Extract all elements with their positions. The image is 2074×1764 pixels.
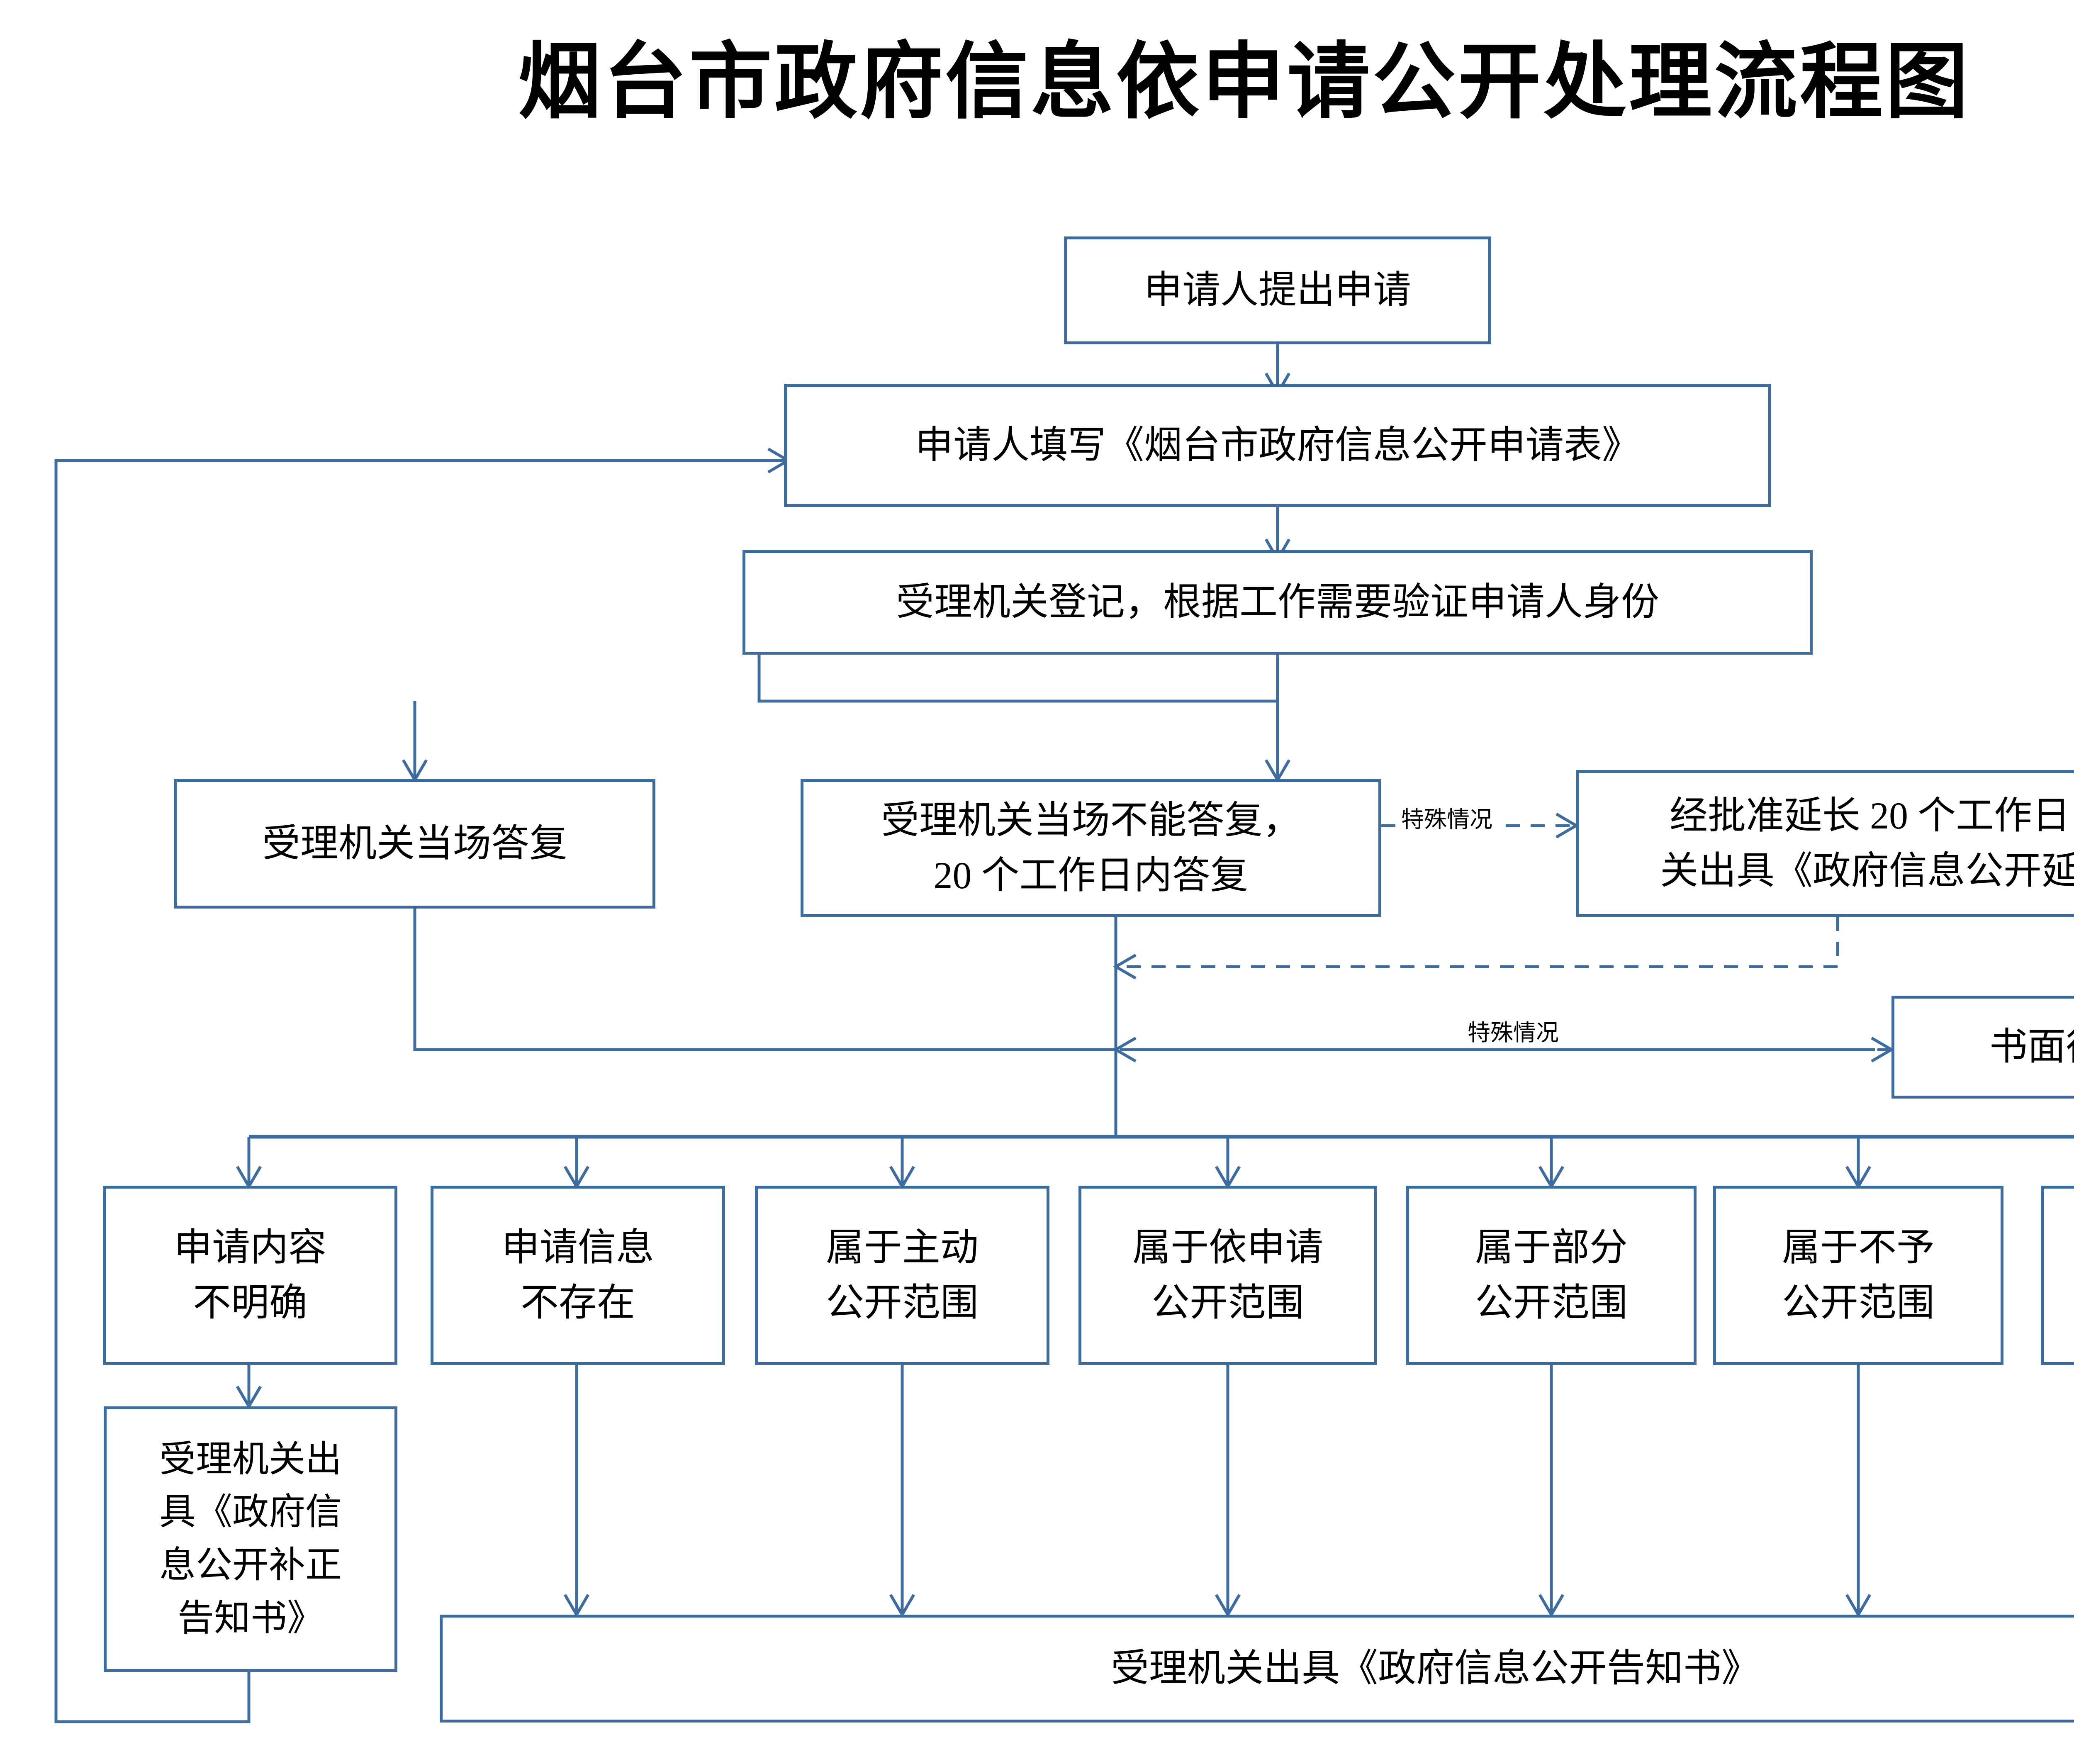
node-label: 受理机关当场不能答复， 20 个工作日内答复 — [881, 799, 1301, 897]
node-label: 申请内容 不明确 — [173, 1226, 326, 1324]
node-label: 属于依申请 公开范围 — [1132, 1226, 1323, 1324]
node-label: 受理机关当场答复 — [262, 822, 567, 865]
edge-label-special-case-2: 特殊情况 — [1464, 1020, 1563, 1045]
node-label: 属于部分 公开范围 — [1475, 1226, 1628, 1324]
edge-n4-trunk — [413, 909, 1116, 1051]
edge-n15-feedback — [54, 459, 784, 1723]
node-label: 申请信息 不存在 — [501, 1226, 654, 1324]
node-correction-notice[interactable]: 受理机关出 具《政府信 息公开补正 告知书》 — [104, 1406, 397, 1672]
edge-label-text: 特殊情况 — [1401, 807, 1493, 832]
node-label: 申请人提出申请 — [1144, 269, 1411, 312]
node-content-unclear[interactable]: 申请内容 不明确 — [103, 1186, 397, 1365]
node-reply-within-20-days[interactable]: 受理机关当场不能答复， 20 个工作日内答复 — [801, 779, 1381, 917]
node-third-party-opinion[interactable]: 书面征求第三方意见 — [1891, 996, 2074, 1099]
edge-n3-fanstem — [757, 655, 1278, 703]
edge-label-text: 特殊情况 — [1468, 1020, 1559, 1045]
node-label: 受理机关出 具《政府信 息公开补正 告知书》 — [159, 1439, 342, 1639]
node-disclosure-notice[interactable]: 受理机关出具《政府信息公开告知书》 — [440, 1615, 2074, 1723]
node-on-request-disclosure-scope[interactable]: 属于依申请 公开范围 — [1078, 1186, 1377, 1365]
node-label: 申请人填写《烟台市政府信息公开申请表》 — [915, 424, 1640, 467]
node-not-held-by-agency[interactable]: 不属于受理机关 掌握范围 — [2041, 1186, 2074, 1365]
node-label: 受理机关出具《政府信息公开告知书》 — [1110, 1647, 1760, 1690]
node-onsite-reply[interactable]: 受理机关当场答复 — [174, 779, 655, 909]
node-proactive-disclosure-scope[interactable]: 属于主动 公开范围 — [755, 1186, 1049, 1365]
node-label: 属于不予 公开范围 — [1782, 1226, 1935, 1324]
edge-label-special-case-1: 特殊情况 — [1398, 808, 1496, 831]
node-fill-application-form[interactable]: 申请人填写《烟台市政府信息公开申请表》 — [784, 384, 1771, 507]
node-extended-20-days-notice[interactable]: 经批准延长 20 个工作日内答复，受理机 关出具《政府信息公开延期答复告知书》 — [1576, 770, 2074, 917]
node-label: 书面征求第三方意见 — [1989, 1026, 2074, 1068]
node-applicant-submits[interactable]: 申请人提出申请 — [1064, 236, 1491, 344]
node-register-verify-identity[interactable]: 受理机关登记，根据工作需要验证申请人身份 — [742, 550, 1813, 655]
page-title: 烟台市政府信息依申请公开处理流程图 — [518, 37, 1971, 129]
node-non-disclosure-scope[interactable]: 属于不予 公开范围 — [1713, 1186, 2003, 1365]
node-partial-disclosure-scope[interactable]: 属于部分 公开范围 — [1406, 1186, 1697, 1365]
edge-n6-trunk — [1120, 917, 1839, 968]
node-label: 属于主动 公开范围 — [825, 1226, 979, 1324]
node-info-not-exist[interactable]: 申请信息 不存在 — [431, 1186, 725, 1365]
node-label: 受理机关登记，根据工作需要验证申请人身份 — [896, 581, 1659, 624]
node-label: 经批准延长 20 个工作日内答复，受理机 关出具《政府信息公开延期答复告知书》 — [1660, 794, 2074, 892]
